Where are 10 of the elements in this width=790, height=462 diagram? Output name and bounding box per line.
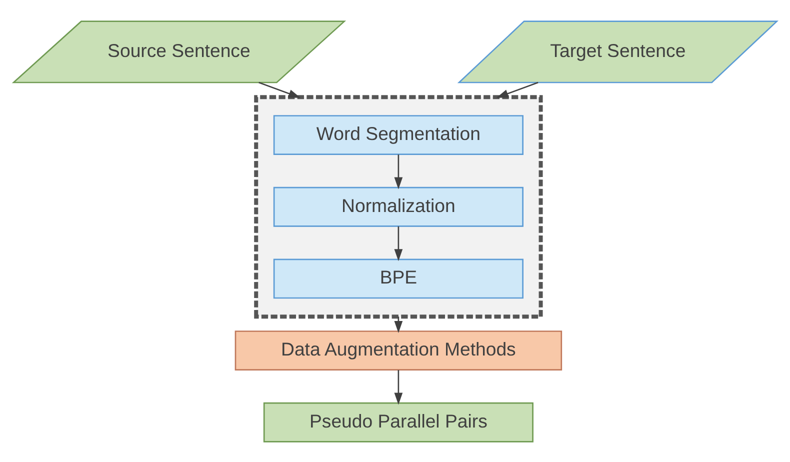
arrow bbox=[394, 226, 403, 261]
arrow bbox=[394, 370, 403, 404]
node-box: Pseudo Parallel Pairs bbox=[263, 402, 534, 442]
node-box: BPE bbox=[273, 258, 524, 298]
node-box: Word Segmentation bbox=[273, 114, 524, 154]
node-box: Normalization bbox=[273, 186, 524, 226]
cluster bbox=[254, 94, 543, 318]
node-box: Data Augmentation Methods bbox=[234, 330, 562, 370]
arrow bbox=[258, 81, 301, 98]
arrow bbox=[394, 154, 403, 189]
